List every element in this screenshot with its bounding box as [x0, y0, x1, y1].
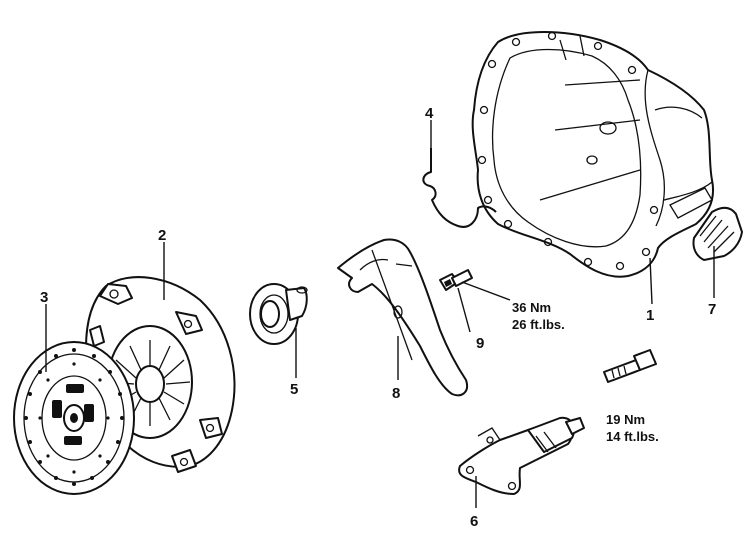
- callout-4: 4: [425, 105, 434, 122]
- torque-specs: 36 Nm 26 ft.lbs. 19 Nm 14 ft.lbs.: [512, 300, 659, 444]
- torque-metric-9: 36 Nm: [512, 300, 551, 315]
- clutch-housing: [471, 31, 714, 278]
- clutch-disc: [13, 341, 135, 495]
- bolt-19nm: [603, 349, 657, 383]
- callout-6: 6: [470, 513, 478, 530]
- torque-imperial-bolt: 14 ft.lbs.: [606, 429, 659, 444]
- callout-9: 9: [476, 335, 484, 352]
- bolt-part-9: [439, 269, 473, 291]
- housing-bolt-holes: [477, 31, 659, 271]
- callout-1: 1: [646, 307, 654, 324]
- callout-3: 3: [40, 289, 48, 306]
- disc-rivets: [24, 348, 124, 486]
- leader-lines: [45, 120, 715, 508]
- pressure-plate: [85, 276, 236, 473]
- callout-8: 8: [392, 385, 400, 402]
- wire-clip: [422, 148, 497, 228]
- callout-5: 5: [290, 381, 298, 398]
- callout-2: 2: [158, 227, 166, 244]
- callouts: 2 3 4 5 6 7 8 9 1: [40, 105, 716, 530]
- torque-metric-bolt: 19 Nm: [606, 412, 645, 427]
- rubber-boot: [692, 206, 743, 261]
- release-fork: [337, 238, 468, 397]
- release-bearing: [249, 283, 308, 345]
- slave-cylinder: [458, 416, 585, 495]
- callout-7: 7: [708, 301, 716, 318]
- torque-imperial-9: 26 ft.lbs.: [512, 317, 565, 332]
- damper-springs: [52, 384, 94, 445]
